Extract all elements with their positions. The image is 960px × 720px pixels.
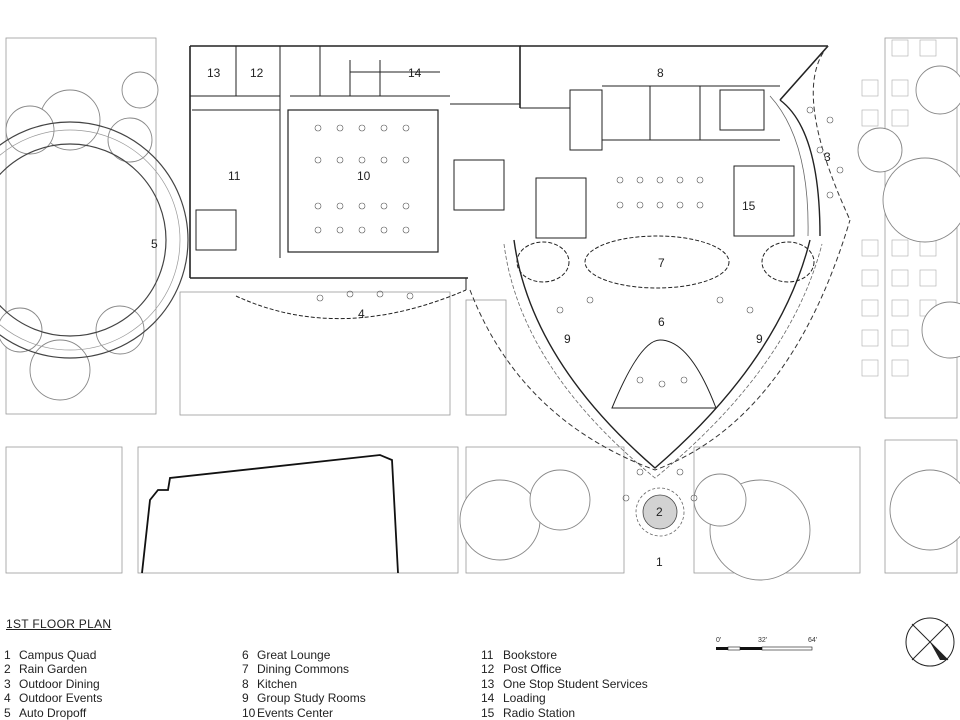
legend-number: 5 bbox=[4, 705, 11, 720]
legend-item: 12 Post Office bbox=[481, 662, 648, 676]
legend-label: Group Study Rooms bbox=[257, 691, 366, 706]
room-label-1: 1 bbox=[656, 555, 663, 569]
legend-number: 12 bbox=[481, 662, 495, 677]
legend-label: Dining Commons bbox=[257, 662, 350, 677]
south-lot-outline bbox=[141, 454, 399, 574]
legend-item: 9 Group Study Rooms bbox=[242, 691, 366, 705]
legend-number: 9 bbox=[242, 691, 249, 706]
building-west bbox=[189, 45, 521, 279]
room-label-9-east: 9 bbox=[756, 332, 763, 346]
pavilion bbox=[469, 45, 851, 479]
plan-title: 1ST FLOOR PLAN bbox=[6, 617, 112, 631]
legend-number: 2 bbox=[4, 662, 11, 677]
room-label-7: 7 bbox=[658, 256, 665, 270]
scale-tick-64: 64' bbox=[808, 637, 817, 644]
room-label-8: 8 bbox=[657, 66, 664, 80]
room-label-14: 14 bbox=[408, 66, 422, 80]
trees bbox=[0, 65, 960, 581]
legend-column-3: 11 Bookstore 12 Post Office 13 One Stop Stu… bbox=[481, 648, 648, 720]
legend-number: 6 bbox=[242, 648, 249, 662]
scale-segment bbox=[716, 647, 728, 650]
scale-segment bbox=[761, 646, 813, 651]
legend-label: Auto Dropoff bbox=[19, 705, 87, 720]
legend-item: 15 Radio Station bbox=[481, 706, 648, 720]
room-label-3: 3 bbox=[824, 150, 831, 164]
scale-tick-32: 32' bbox=[758, 637, 767, 644]
room-label-12: 12 bbox=[250, 66, 264, 80]
legend-column-1: 1 Campus Quad 2 Rain Garden 3 Outdoor Dinin… bbox=[4, 648, 102, 720]
legend-number: 13 bbox=[481, 676, 495, 691]
scale-tick-0: 0' bbox=[716, 637, 721, 644]
legend-number: 3 bbox=[4, 676, 11, 691]
room-label-9-west: 9 bbox=[564, 332, 571, 346]
legend-item: 11 Bookstore bbox=[481, 648, 648, 662]
legend-number: 7 bbox=[242, 662, 249, 677]
legend-number: 14 bbox=[481, 691, 495, 706]
legend-item: 4 Outdoor Events bbox=[4, 691, 102, 705]
room-label-15: 15 bbox=[742, 199, 756, 213]
legend-number: 8 bbox=[242, 676, 249, 691]
room-label-5: 5 bbox=[151, 237, 158, 251]
scale-segment bbox=[727, 646, 741, 651]
room-label-6: 6 bbox=[658, 315, 665, 329]
room-label-10: 10 bbox=[357, 169, 371, 183]
legend-label: Outdoor Events bbox=[19, 691, 103, 706]
legend-label: Great Lounge bbox=[257, 648, 331, 662]
legend-number: 4 bbox=[4, 691, 11, 706]
legend-number: 11 bbox=[481, 648, 494, 662]
legend-label: Kitchen bbox=[257, 676, 298, 691]
legend-label: Outdoor Dining bbox=[19, 676, 100, 691]
legend-number: 10 bbox=[242, 705, 256, 720]
legend-label: Post Office bbox=[503, 662, 562, 677]
legend-item: 1 Campus Quad bbox=[4, 648, 102, 662]
legend-label: Rain Garden bbox=[19, 662, 88, 677]
legend-item: 14 Loading bbox=[481, 691, 648, 705]
site-blocks bbox=[5, 37, 958, 574]
room-label-4: 4 bbox=[358, 307, 365, 321]
furniture bbox=[314, 106, 844, 502]
legend-number: 1 bbox=[4, 648, 11, 662]
legend-number: 15 bbox=[481, 705, 495, 720]
scale-bar: 0' 32' 64' bbox=[716, 637, 817, 651]
scale-segment bbox=[740, 647, 762, 650]
legend-label: Bookstore bbox=[503, 648, 558, 662]
floor-plan: 1 2 3 4 5 6 7 8 9 9 10 11 12 13 14 15 bbox=[0, 37, 960, 581]
roundabout bbox=[0, 121, 189, 359]
legend-item: 6 Great Lounge bbox=[242, 648, 366, 662]
legend-item: 7 Dining Commons bbox=[242, 662, 366, 676]
legend-item: 5 Auto Dropoff bbox=[4, 706, 102, 720]
legend-label: One Stop Student Services bbox=[503, 676, 648, 691]
room-label-2: 2 bbox=[656, 505, 663, 519]
outdoor-events-terrace bbox=[235, 278, 467, 319]
legend-item: 3 Outdoor Dining bbox=[4, 677, 102, 691]
legend-label: Events Center bbox=[257, 705, 334, 720]
legend-item: 8 Kitchen bbox=[242, 677, 366, 691]
room-label-11: 11 bbox=[228, 169, 241, 183]
legend-item: 2 Rain Garden bbox=[4, 662, 102, 676]
legend-column-2: 6 Great Lounge 7 Dining Commons 8 Kitchen 9… bbox=[242, 648, 366, 720]
paving-grid bbox=[861, 39, 937, 377]
rain-garden bbox=[635, 487, 685, 537]
north-arrow-icon bbox=[905, 617, 955, 667]
legend-label: Radio Station bbox=[503, 705, 576, 720]
building-east bbox=[520, 45, 829, 239]
room-labels: 1 2 3 4 5 6 7 8 9 9 10 11 12 13 14 15 bbox=[151, 66, 831, 569]
legend-label: Loading bbox=[503, 691, 546, 706]
legend-label: Campus Quad bbox=[19, 648, 97, 662]
legend-item: 13 One Stop Student Services bbox=[481, 677, 648, 691]
room-label-13: 13 bbox=[207, 66, 221, 80]
